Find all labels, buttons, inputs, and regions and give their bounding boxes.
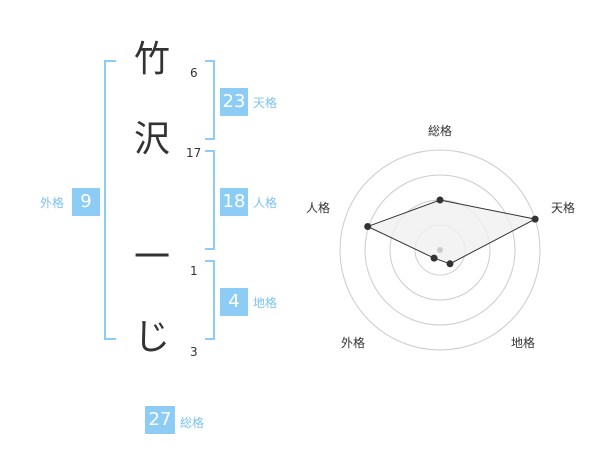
radar-axis-label-tenkaku: 天格 (551, 201, 576, 215)
soukaku-label: 総格 (180, 416, 205, 430)
stroke-count-1: 6 (190, 66, 198, 80)
radar-series-area (366, 199, 537, 265)
jinkaku-value: 18 (220, 188, 248, 216)
soukaku-value: 27 (145, 406, 175, 434)
radar-ring (364, 174, 516, 326)
radar-point (531, 215, 539, 223)
stroke-count-2: 17 (186, 146, 202, 160)
name-char-3: 一 (133, 237, 170, 278)
tenkaku-label: 天格 (253, 96, 278, 110)
jinkaku-label: 人格 (253, 196, 278, 210)
chikaku-value: 4 (220, 288, 248, 316)
stroke-count-3: 1 (190, 264, 198, 278)
tenkaku-bracket (205, 60, 215, 140)
radar-point (364, 223, 372, 230)
chikaku-bracket (205, 260, 215, 340)
name-char-2: 沢 (133, 119, 170, 160)
tenkaku-value: 23 (220, 88, 248, 116)
name-char-4: じ (133, 317, 170, 358)
radar-point (430, 254, 438, 262)
name-char-1: 竹 (133, 39, 170, 80)
stroke-count-4: 3 (190, 345, 198, 359)
radar-axis-label-jinkaku: 人格 (306, 201, 331, 215)
gaikaku-label: 外格 (40, 196, 65, 210)
radar-point (446, 260, 454, 268)
jinkaku-bracket (205, 150, 215, 250)
chikaku-label: 地格 (253, 296, 278, 310)
radar-point (436, 196, 444, 204)
radar-axis-label-chikaku: 地格 (511, 336, 536, 350)
radar-axis-label-soukaku: 総格 (428, 124, 453, 138)
radar-center-dot (437, 247, 443, 253)
gaikaku-value: 9 (72, 188, 100, 216)
radar-ring (339, 149, 541, 351)
gaikaku-bracket (104, 60, 116, 340)
radar-axis-label-gaikaku: 外格 (341, 336, 366, 350)
